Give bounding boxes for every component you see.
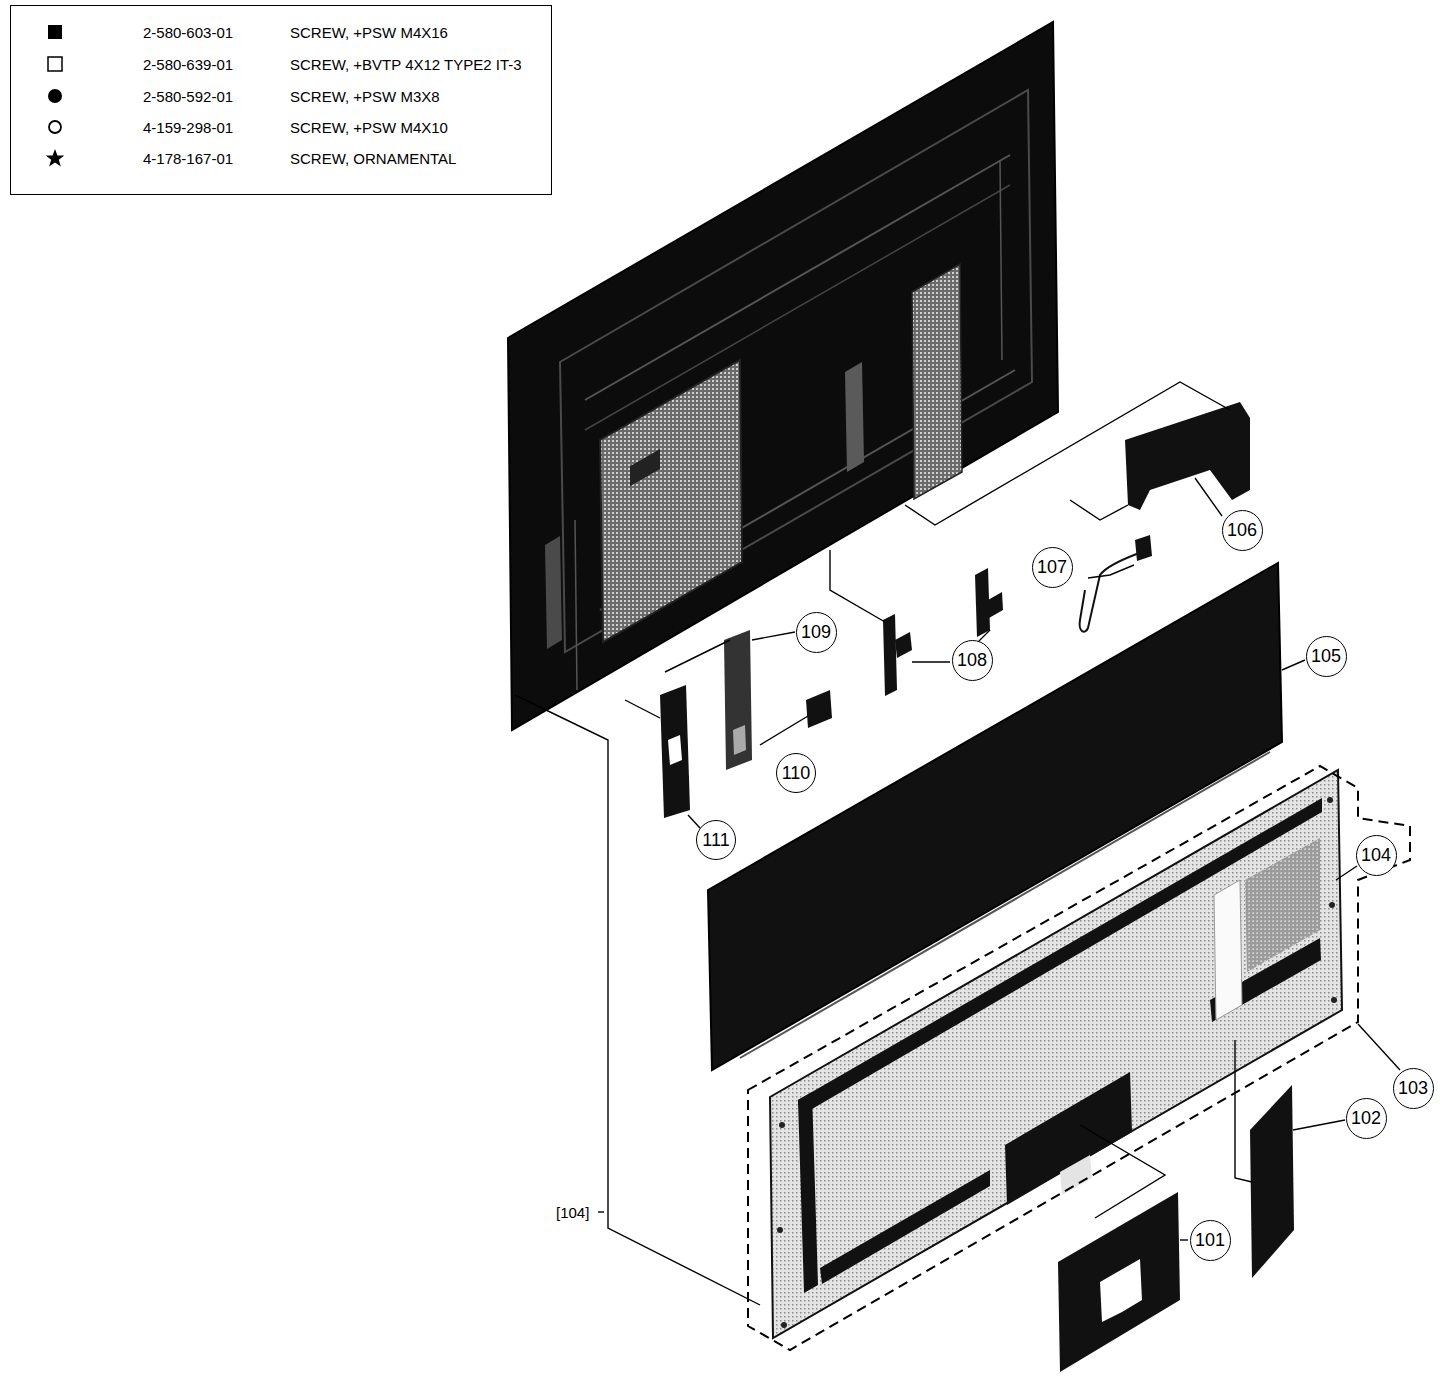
callout-number: 108 (957, 651, 987, 669)
callout-number: 101 (1195, 1231, 1225, 1249)
stand-cover (1058, 1192, 1180, 1372)
callout-number: 111 (702, 831, 729, 849)
legend-text: SCREW, +PSW M4X16 (290, 25, 448, 40)
callout-circle: 111 (696, 820, 736, 860)
callout-number: 109 (801, 623, 831, 641)
part-number: 2-580-639-01 (143, 57, 233, 72)
part-number: 2-580-592-01 (143, 89, 233, 104)
callout-number: 106 (1227, 521, 1257, 539)
callout-circle: 104 (1356, 835, 1397, 876)
legend-box (10, 5, 552, 195)
callout-circle: 102 (1346, 1098, 1387, 1139)
legend-text: SCREW, +PSW M3X8 (290, 89, 440, 104)
legend-text: SCREW, ORNAMENTAL (290, 151, 456, 166)
lcd-panel (508, 22, 1058, 730)
callout-circle: 109 (796, 612, 837, 653)
callout-number: 103 (1398, 1079, 1428, 1097)
part-number: 4-159-298-01 (143, 120, 233, 135)
callout-number: 104 (1361, 846, 1391, 864)
callout-circle: 105 (1306, 636, 1347, 677)
callout-number: 110 (782, 764, 811, 782)
callout-circle: 107 (1032, 547, 1073, 588)
side-cover (1250, 1085, 1294, 1278)
callout-circle: 110 (776, 753, 816, 793)
legend-symbol (45, 22, 65, 42)
legend-symbol (45, 148, 65, 168)
legend-symbol (45, 86, 65, 106)
legend-symbol (45, 117, 65, 137)
small-parts (660, 402, 1250, 818)
callout-circle: 106 (1222, 510, 1263, 551)
callout-number: 107 (1037, 558, 1067, 576)
callout-circle: 108 (952, 640, 993, 681)
legend-text: SCREW, +BVTP 4X12 TYPE2 IT-3 (290, 57, 522, 72)
callout-circle: 101 (1190, 1220, 1231, 1261)
bracket-callout: [104] (556, 1205, 589, 1220)
legend-text: SCREW, +PSW M4X10 (290, 120, 448, 135)
callout-number: 102 (1351, 1109, 1381, 1127)
part-number: 2-580-603-01 (143, 25, 233, 40)
legend-symbol (45, 54, 65, 74)
callout-number: 105 (1311, 647, 1341, 665)
leader-lines (515, 382, 1400, 1305)
part-number: 4-178-167-01 (143, 151, 233, 166)
callout-circle: 103 (1393, 1068, 1434, 1109)
rear-cover (770, 770, 1342, 1338)
